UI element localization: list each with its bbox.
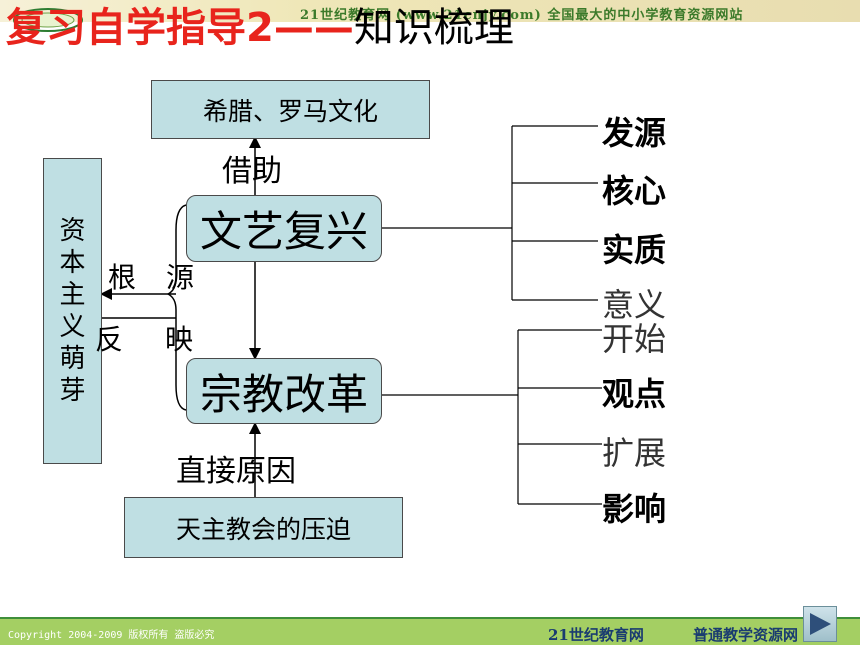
- reformation-item-start: 开始: [602, 320, 667, 358]
- borrow-label: 借助: [222, 154, 282, 189]
- play-icon: [810, 613, 831, 635]
- catholic-oppression-box: 天主教会的压迫: [124, 497, 403, 558]
- renaissance-box: 文艺复兴: [186, 195, 382, 262]
- reformation-item-spread: 扩展: [602, 434, 667, 472]
- footer-network-name: 普通教学资源网: [693, 626, 799, 644]
- title-black-part: 知识梳理: [353, 5, 514, 51]
- footer-divider: [0, 617, 860, 619]
- footer-site-name: 21世纪教育网: [548, 626, 644, 644]
- greek-roman-culture-box: 希腊、罗马文化: [151, 80, 430, 139]
- title-red-part: 复习自学指导2——: [6, 5, 354, 51]
- page-title: 复习自学指导2——知识梳理: [6, 6, 514, 50]
- direct-cause-label: 直接原因: [176, 454, 296, 489]
- reformation-item-impact: 影响: [602, 490, 667, 528]
- copyright-text: Copyright 2004-2009 版权所有 盗版必究: [8, 630, 215, 641]
- footer-bar: [0, 619, 860, 645]
- next-slide-button[interactable]: [803, 606, 837, 642]
- header-banner-text: 21世纪教育网 (www.21cnjy.com) 全国最大的中小学教育资源网站: [300, 8, 744, 23]
- root-cause-label: 根源: [108, 261, 225, 294]
- capitalism-sprouts-box: 资本主义萌芽: [43, 158, 102, 464]
- reformation-item-views: 观点: [602, 375, 667, 413]
- renaissance-item-origin: 发源: [602, 114, 667, 152]
- renaissance-item-significance: 意义: [602, 286, 667, 324]
- capitalism-sprouts-text: 资本主义萌芽: [59, 216, 86, 406]
- header-banner: [0, 0, 860, 22]
- reformation-box: 宗教改革: [186, 358, 382, 424]
- reflect-label: 反映: [95, 323, 236, 356]
- renaissance-item-essence: 实质: [602, 231, 667, 269]
- site-logo-icon: [13, 8, 83, 32]
- renaissance-item-core: 核心: [602, 172, 667, 210]
